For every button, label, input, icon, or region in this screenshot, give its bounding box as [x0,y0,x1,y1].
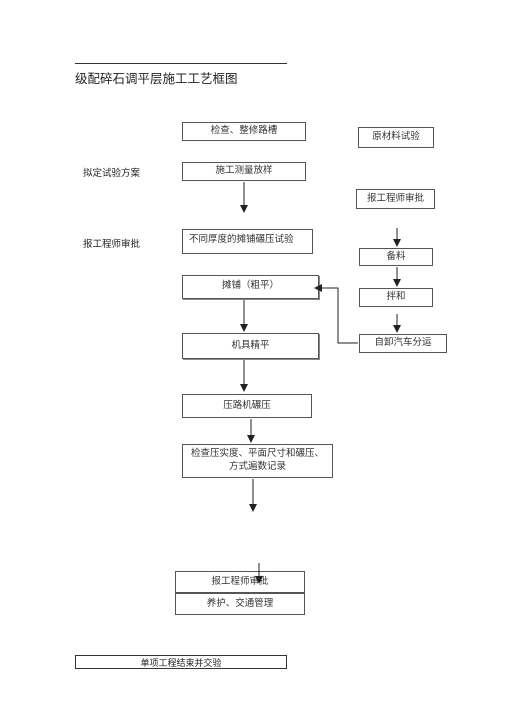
side-label-report-engineer: 报工程师审批 [83,239,141,250]
side-label-test-plan: 拟定试验方案 [83,168,141,179]
box-machine-level: 机具精平 [182,333,319,359]
document-title: 级配碎石调平层施工工艺框图 [75,71,238,86]
check-record-line2: 方式遍数记录 [228,461,286,472]
box-prepare: 备料 [359,248,433,266]
box-compaction: 压路机碾压 [182,394,312,418]
box-mix: 拌和 [359,288,433,307]
box-trial: 不同厚度的摊铺碾压试验 [182,229,313,254]
box-check-record: 检查压实度、平面尺寸和碾压、 方式遍数记录 [182,444,333,478]
box-curing: 养护、交通管理 [175,593,305,615]
box-material-test: 原材料试验 [358,127,434,148]
footer-box: 单项工程结束并交验 [75,655,287,669]
title-rule [75,63,287,64]
arrow-transport-to-spread [314,284,358,344]
box-transport: 自卸汽车分运 [359,334,447,353]
box-material-report: 报工程师审批 [356,189,435,209]
box-report-final: 报工程师审批 [175,571,305,593]
box-survey: 施工测量放样 [182,162,306,181]
check-record-line1: 检查压实度、平面尺寸和碾压、 [190,448,324,460]
box-inspect-road: 检查、整修路槽 [182,122,306,141]
